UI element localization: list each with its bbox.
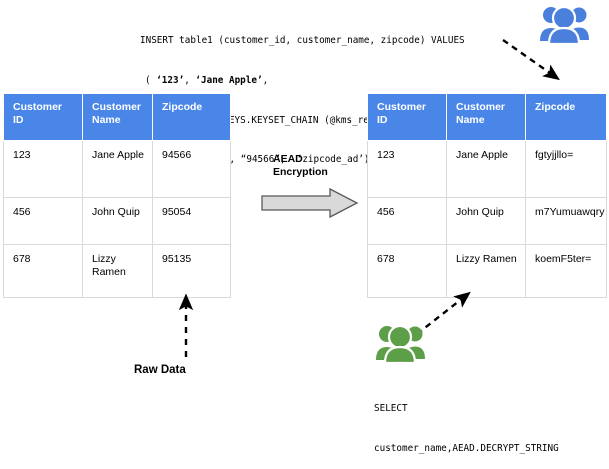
enc-header-customer-id: Customer ID	[367, 93, 447, 141]
enc-cell-id: 123	[367, 140, 447, 198]
raw-cell-id: 678	[3, 244, 83, 298]
table-header-row: Customer ID Customer Name Zipcode	[367, 93, 607, 141]
right-block-arrow-icon	[260, 187, 360, 224]
users-group-icon	[374, 320, 426, 369]
insert-sql-line-2: ( ‘123’, ‘Jane Apple’,	[140, 74, 465, 87]
enc-header-zipcode: Zipcode	[525, 93, 607, 141]
enc-header-customer-name: Customer Name	[446, 93, 526, 141]
enc-cell-zipcode: m7Yumuawqry	[525, 197, 607, 245]
raw-header-customer-id: Customer ID	[3, 93, 83, 141]
table-header-row: Customer ID Customer Name Zipcode	[3, 93, 231, 141]
users-group-icon	[538, 1, 590, 50]
table-row: 678 Lizzy Ramen 95135	[3, 244, 231, 298]
enc-cell-name: John Quip	[446, 197, 526, 245]
insert-sql-line-1: INSERT table1 (customer_id, customer_nam…	[140, 35, 465, 47]
enc-cell-id: 456	[367, 197, 447, 245]
raw-cell-name: Jane Apple	[82, 140, 153, 198]
enc-cell-zipcode: koemF5ter=	[525, 244, 607, 298]
insert-sql-line-2-mid: ,	[184, 75, 196, 87]
insert-sql-literal-customer-name: ‘Jane Apple’	[195, 75, 263, 87]
raw-data-table: Customer ID Customer Name Zipcode 123 Ja…	[3, 93, 231, 298]
raw-cell-zipcode: 95135	[152, 244, 231, 298]
raw-cell-zipcode: 94566	[152, 140, 231, 198]
raw-cell-name: John Quip	[82, 197, 153, 245]
table-row: 456 John Quip 95054	[3, 197, 231, 245]
dashed-arrow-raw-data	[175, 291, 197, 366]
raw-cell-name: Lizzy Ramen	[82, 244, 153, 298]
select-sql-line-2: customer_name,AEAD.DECRYPT_STRING	[374, 443, 559, 455]
table-row: 678 Lizzy Ramen koemF5ter=	[367, 244, 607, 298]
insert-sql-line-2-prefix: (	[145, 75, 157, 87]
enc-cell-name: Jane Apple	[446, 140, 526, 198]
insert-sql-line-2-suffix: ,	[262, 75, 269, 87]
insert-sql-literal-customer-id: ‘123’	[156, 75, 185, 87]
raw-cell-id: 123	[3, 140, 83, 198]
select-sql-statement: SELECT customer_name,AEAD.DECRYPT_STRING…	[374, 376, 559, 469]
raw-header-zipcode: Zipcode	[152, 93, 231, 141]
table-row: 123 Jane Apple fgtyjjllo=	[367, 140, 607, 198]
enc-cell-name: Lizzy Ramen	[446, 244, 526, 298]
raw-header-customer-name: Customer Name	[82, 93, 153, 141]
encrypted-data-table: Customer ID Customer Name Zipcode 123 Ja…	[367, 93, 607, 298]
table-row: 123 Jane Apple 94566	[3, 140, 231, 198]
select-sql-line-1: SELECT	[374, 403, 408, 415]
enc-cell-zipcode: fgtyjjllo=	[525, 140, 607, 198]
table-row: 456 John Quip m7Yumuawqry	[367, 197, 607, 245]
aead-encryption-label: AEAD Encryption	[273, 153, 328, 178]
raw-data-label: Raw Data	[134, 364, 186, 376]
enc-cell-id: 678	[367, 244, 447, 298]
raw-cell-id: 456	[3, 197, 83, 245]
raw-cell-zipcode: 95054	[152, 197, 231, 245]
